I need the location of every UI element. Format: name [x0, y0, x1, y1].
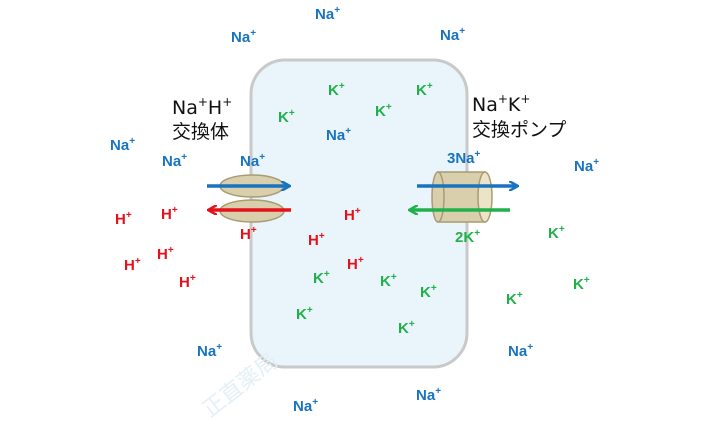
na-ion-label: Na+: [231, 28, 256, 46]
h-ion-label: H+: [161, 205, 178, 223]
k-ion-label: K+: [328, 81, 345, 99]
pump-title: Na+K+: [472, 92, 530, 116]
k-ion-label: K+: [420, 283, 437, 301]
na-ion-label: Na+: [574, 157, 599, 175]
pump-k-label: 2K+: [455, 228, 480, 246]
k-ion-label: K+: [506, 290, 523, 308]
ion-layer: Na+Na+Na+Na+Na+Na+Na+Na+Na+Na+Na+Na+K+K+…: [110, 5, 599, 415]
exchanger-title: Na+H+: [172, 95, 232, 119]
pump-na-label: 3Na+: [447, 149, 481, 167]
k-ion-label: K+: [296, 305, 313, 323]
na-ion-label: Na+: [315, 5, 340, 23]
h-ion-label: H+: [157, 245, 174, 263]
k-ion-label: K+: [278, 108, 295, 126]
k-ion-label: K+: [380, 272, 397, 290]
k-ion-label: K+: [375, 102, 392, 120]
pump-subtitle: 交換ポンプ: [472, 119, 566, 141]
pump-cylinder-icon: [431, 171, 493, 223]
h-ion-label: H+: [347, 255, 364, 273]
h-ion-label: H+: [308, 231, 325, 249]
na-ion-label: Na+: [508, 342, 533, 360]
na-ion-label: Na+: [326, 126, 351, 144]
k-ion-label: K+: [548, 224, 565, 242]
na-ion-label: Na+: [240, 152, 265, 170]
h-ion-label: H+: [240, 225, 257, 243]
na-ion-label: Na+: [293, 397, 318, 415]
na-ion-label: Na+: [197, 342, 222, 360]
h-ion-label: H+: [179, 273, 196, 291]
exchanger-subtitle: 交換体: [172, 121, 229, 143]
na-ion-label: Na+: [440, 26, 465, 44]
k-ion-label: K+: [416, 81, 433, 99]
na-ion-label: Na+: [110, 136, 135, 154]
h-ion-label: H+: [344, 206, 361, 224]
k-ion-label: K+: [398, 319, 415, 337]
h-ion-label: H+: [115, 210, 132, 228]
k-ion-label: K+: [573, 275, 590, 293]
h-ion-label: H+: [124, 256, 141, 274]
na-ion-label: Na+: [162, 152, 187, 170]
k-ion-label: K+: [313, 269, 330, 287]
na-ion-label: Na+: [416, 386, 441, 404]
